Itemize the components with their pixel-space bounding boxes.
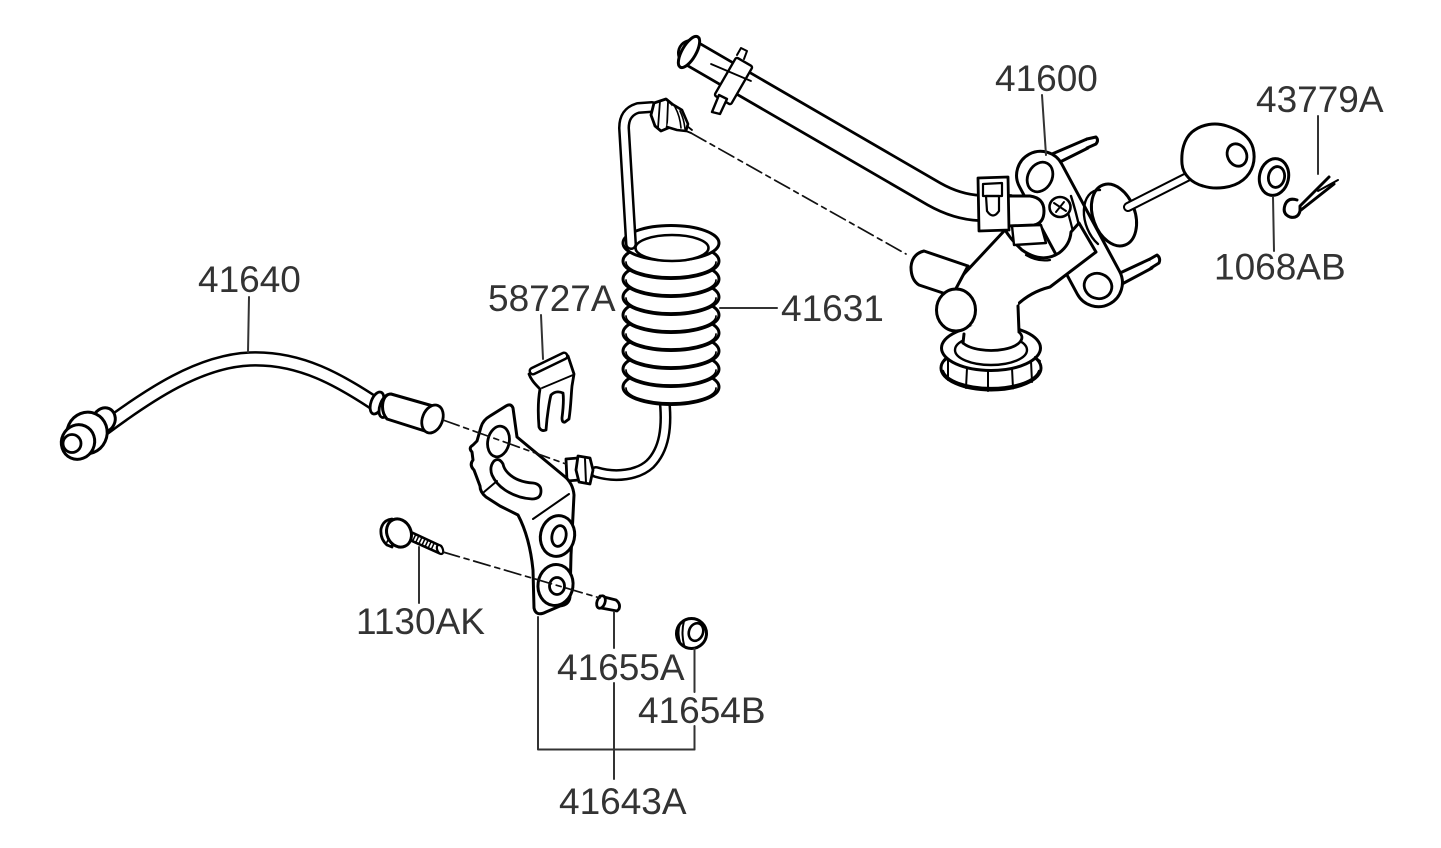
- svg-text:1068AB: 1068AB: [1214, 247, 1346, 288]
- svg-text:41600: 41600: [995, 58, 1098, 99]
- svg-text:41643A: 41643A: [559, 781, 687, 822]
- svg-text:1130AK: 1130AK: [356, 601, 485, 642]
- svg-text:43779A: 43779A: [1256, 79, 1384, 120]
- svg-text:41640: 41640: [198, 259, 301, 300]
- svg-text:41654B: 41654B: [638, 690, 766, 731]
- svg-text:41655A: 41655A: [557, 647, 685, 688]
- svg-text:58727A: 58727A: [488, 278, 616, 319]
- svg-text:41631: 41631: [781, 288, 884, 329]
